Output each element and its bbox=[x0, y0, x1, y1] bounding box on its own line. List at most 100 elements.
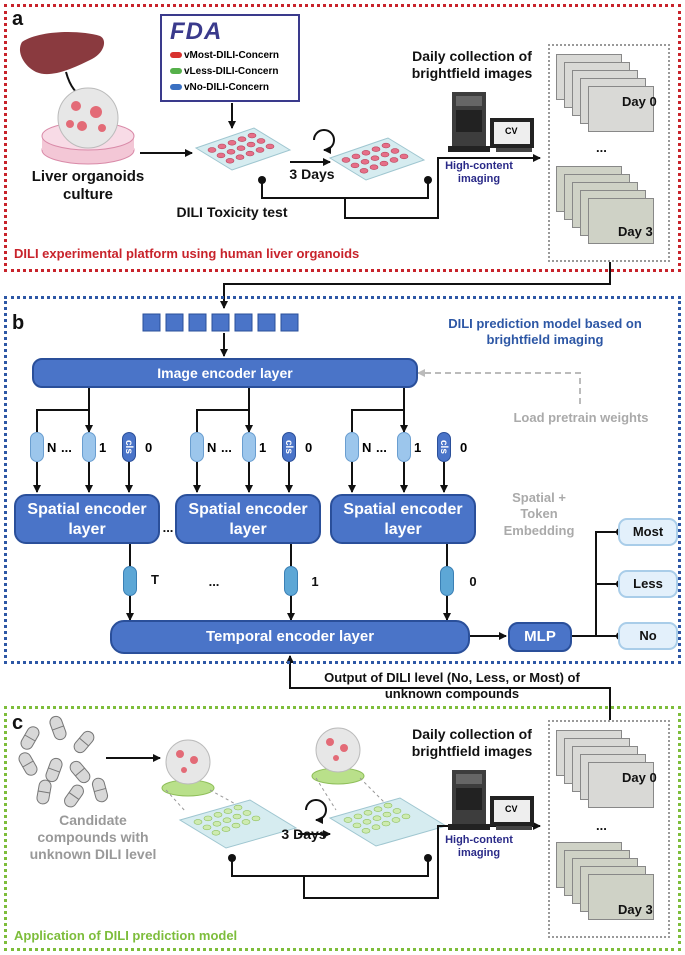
well bbox=[401, 813, 411, 820]
days-label: 3 Days bbox=[289, 166, 335, 182]
imaging-label-c: High-content imaging bbox=[445, 834, 513, 860]
capsule-icon bbox=[20, 726, 40, 750]
well bbox=[202, 824, 212, 831]
well bbox=[227, 140, 237, 146]
well bbox=[373, 806, 383, 812]
well bbox=[213, 812, 223, 818]
well bbox=[245, 150, 255, 157]
cv-label-c: CV bbox=[505, 804, 518, 814]
well bbox=[232, 813, 242, 820]
day-end-label: Day 3 bbox=[618, 224, 653, 239]
patch-token-n bbox=[30, 432, 44, 462]
spatial-encoder-1: Spatial encoder layer bbox=[14, 494, 160, 544]
mlp-box: MLP bbox=[508, 622, 572, 652]
well bbox=[235, 154, 245, 160]
output-most: Most bbox=[618, 518, 678, 546]
organoid-dish-icon bbox=[311, 727, 365, 785]
toxicity-label: DILI Toxicity test bbox=[176, 204, 288, 220]
red-pill-icon bbox=[170, 52, 182, 58]
well bbox=[222, 817, 232, 823]
well bbox=[359, 168, 369, 174]
patch-token-1 bbox=[82, 432, 96, 462]
pretrain-label: Load pretrain weights bbox=[513, 410, 649, 425]
monitor-icon bbox=[490, 796, 534, 830]
cycle-icon bbox=[313, 129, 335, 154]
well bbox=[221, 826, 231, 832]
well bbox=[231, 822, 241, 829]
image-token bbox=[165, 313, 184, 332]
capsule-icon bbox=[91, 777, 109, 803]
well bbox=[237, 136, 247, 142]
token-label-n: N bbox=[362, 440, 372, 455]
brightfield-image bbox=[588, 874, 654, 920]
patch-token-n bbox=[345, 432, 359, 462]
panel-a-letter: a bbox=[12, 8, 24, 30]
well bbox=[363, 810, 373, 816]
well bbox=[352, 822, 362, 829]
well bbox=[389, 157, 399, 163]
blue-pill-icon bbox=[170, 84, 182, 90]
temporal-ellipsis: ... bbox=[208, 574, 220, 589]
fda-box: FDA vMost-DILI-Concern vLess-DILI-Concer… bbox=[160, 14, 300, 102]
well bbox=[226, 149, 236, 155]
token-ellipsis: ... bbox=[376, 440, 387, 455]
well bbox=[255, 147, 265, 153]
liver-icon bbox=[19, 32, 105, 75]
well bbox=[390, 148, 400, 154]
collection-label: Daily collection of brightfield images bbox=[411, 48, 533, 81]
well bbox=[247, 132, 257, 139]
brightfield-image bbox=[588, 198, 654, 244]
token-label-n: N bbox=[207, 440, 217, 455]
well bbox=[242, 810, 252, 816]
cls-token: cls bbox=[437, 432, 451, 462]
temporal-token-t bbox=[123, 566, 137, 596]
well bbox=[372, 815, 382, 821]
culture-label: Liver organoids culture bbox=[31, 168, 145, 203]
imager-icon bbox=[448, 770, 490, 830]
well bbox=[216, 152, 226, 159]
day-end-label-c: Day 3 bbox=[618, 902, 653, 917]
well bbox=[211, 830, 221, 836]
panel-b-title: DILI prediction model based on brightfie… bbox=[448, 316, 642, 347]
temporal-token-1 bbox=[284, 566, 298, 596]
brightfield-image bbox=[588, 86, 654, 132]
temporal-encoder-layer: Temporal encoder layer bbox=[110, 620, 470, 654]
panel-c-caption: Application of DILI prediction model bbox=[14, 928, 238, 943]
well bbox=[223, 808, 233, 814]
image-stack-c bbox=[548, 720, 670, 938]
well bbox=[203, 815, 213, 822]
well bbox=[379, 160, 389, 167]
well bbox=[383, 802, 393, 809]
cv-label: CV bbox=[505, 126, 518, 136]
capsule-icon bbox=[36, 779, 52, 805]
organoid-dish-icon bbox=[161, 739, 215, 797]
well bbox=[371, 146, 381, 152]
petri-dish-icon bbox=[41, 87, 135, 165]
well bbox=[370, 155, 380, 161]
panel-c bbox=[4, 706, 681, 951]
collection-label-c: Daily collection of brightfield images bbox=[411, 726, 533, 759]
panel-a-caption: DILI experimental platform using human l… bbox=[14, 246, 360, 261]
well bbox=[361, 828, 371, 834]
capsule-icon bbox=[49, 715, 67, 741]
days-label-c: 3 Days bbox=[281, 826, 327, 842]
temporal-label-0: 0 bbox=[469, 574, 477, 589]
image-token bbox=[280, 313, 299, 332]
well bbox=[380, 151, 390, 158]
embedding-label: Spatial + Token Embedding bbox=[503, 490, 575, 538]
spatial-encoder-3: Spatial encoder layer bbox=[330, 494, 476, 544]
patch-token-n bbox=[190, 432, 204, 462]
token-label-0: 0 bbox=[305, 440, 313, 455]
cls-token: cls bbox=[122, 432, 136, 462]
concern-item-most: vMost-DILI-Concern bbox=[170, 50, 298, 66]
panel-b-letter: b bbox=[12, 312, 25, 334]
capsule-icon bbox=[64, 784, 84, 808]
well bbox=[351, 153, 361, 160]
well bbox=[212, 821, 222, 827]
capsule-icon bbox=[73, 730, 95, 754]
well bbox=[246, 141, 256, 148]
well bbox=[256, 138, 266, 144]
fda-logo: FDA bbox=[170, 18, 223, 45]
well bbox=[241, 819, 251, 825]
